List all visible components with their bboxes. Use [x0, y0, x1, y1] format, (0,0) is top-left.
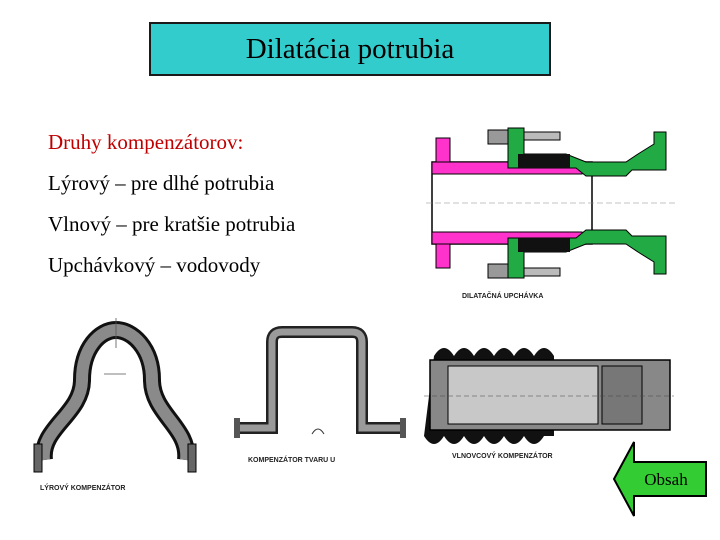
bellows-compensator-diagram: VLNOVCOVÝ KOMPENZÁTOR	[424, 348, 674, 460]
type-bellows: Vlnový – pre kratšie potrubia	[48, 212, 296, 236]
slide-title: Dilatácia potrubia	[245, 32, 455, 65]
bellows-caption: VLNOVCOVÝ KOMPENZÁTOR	[452, 451, 553, 460]
type-lyre: Lýrový – pre dlhé potrubia	[48, 171, 275, 195]
lyre-compensator-diagram: LÝROVÝ KOMPENZÁTOR	[33, 318, 197, 492]
gland-compensator-diagram: DILATAČNÁ UPCHÁVKA	[426, 127, 676, 300]
contents-nav-button[interactable]: Obsah	[612, 440, 708, 518]
type-gland: Upchávkový – vodovody	[48, 253, 261, 277]
contents-nav-label: Obsah	[644, 470, 688, 489]
arrow-left-icon	[612, 441, 707, 517]
title-box: Dilatácia potrubia	[149, 22, 551, 76]
types-heading: Druhy kompenzátorov:	[48, 130, 244, 154]
lyre-caption: LÝROVÝ KOMPENZÁTOR	[40, 483, 125, 492]
gland-caption: DILATAČNÁ UPCHÁVKA	[462, 291, 543, 300]
u-compensator-diagram: KOMPENZÁTOR TVARU U	[234, 326, 406, 464]
compensator-types-list: Druhy kompenzátorov: Lýrový – pre dlhé p…	[48, 128, 295, 292]
u-caption: KOMPENZÁTOR TVARU U	[248, 455, 335, 464]
